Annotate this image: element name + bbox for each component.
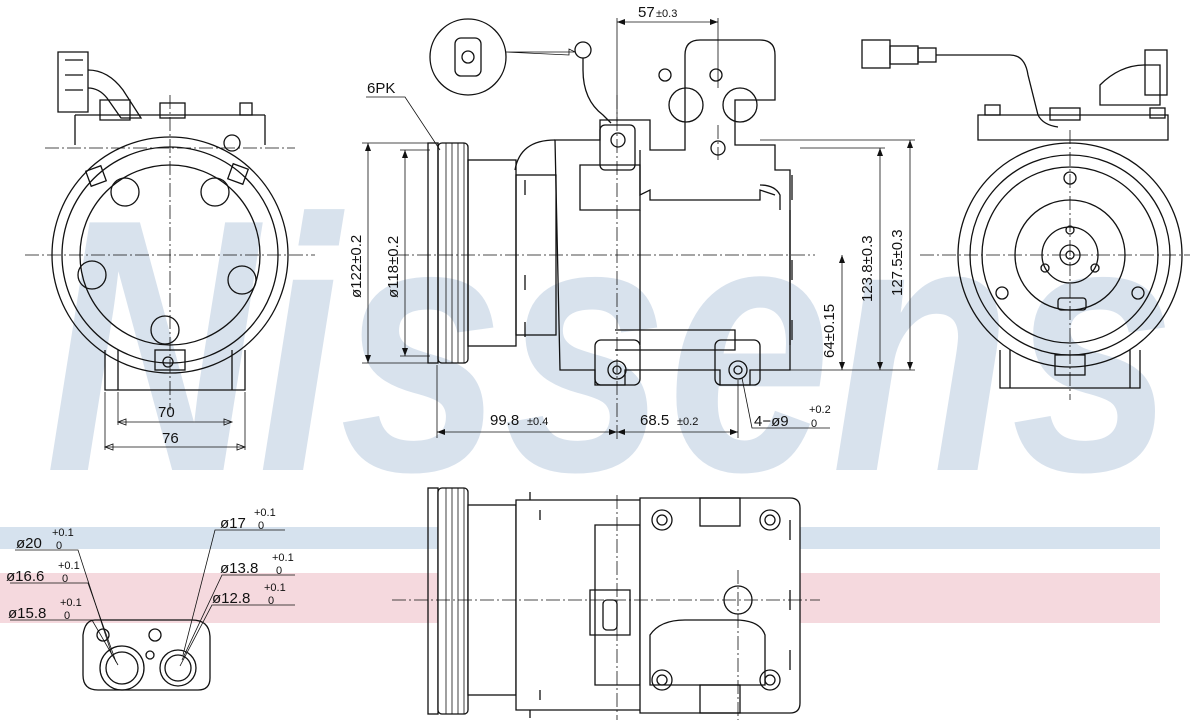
dim-pulley-inner-dia: ø118±0.2 [385,236,402,298]
side-view: 6PK 57 ±0.3 ø122±0.2 ø118±0.2 64±0.15 12… [348,4,915,440]
port-right-0-tol-low: 0 [258,520,264,532]
port-right-1-main: ø13.8 [220,560,258,577]
dim-length-68-5: 68.5 [640,412,669,429]
dim-holes-tol-low: 0 [811,418,817,430]
dim-mount-height-64: 64±0.15 [821,304,838,358]
dim-length-99-8: 99.8 [490,412,519,429]
port-left-0-tol-up: +0.1 [52,527,74,539]
port-right-2-main: ø12.8 [212,590,250,607]
dim-offset-57-tol: ±0.3 [656,8,677,20]
dim-holes-tol-up: +0.2 [809,404,831,416]
dim-offset-57: 57 [638,4,655,21]
dim-width-70: 70 [158,404,175,421]
dim-length-68-5-tol: ±0.2 [677,416,698,428]
port-right-2-tol-low: 0 [268,595,274,607]
port-left-2-tol-up: +0.1 [60,597,82,609]
dim-length-99-8-tol: ±0.4 [527,416,548,428]
port-left-2-tol-low: 0 [64,610,70,622]
dim-height-123-8: 123.8±0.3 [859,235,876,302]
port-left-0-main: ø20 [16,535,42,552]
dim-holes-4x9: 4−ø9 [754,413,789,430]
port-left-1-tol-low: 0 [62,573,68,585]
port-left-1-main: ø16.6 [6,568,44,585]
front-view [861,39,1190,400]
top-view [392,487,820,720]
port-left-1-tol-up: +0.1 [58,560,80,572]
port-right-0-main: ø17 [220,515,246,532]
dim-height-127-5: 127.5±0.3 [889,229,906,296]
port-right-1-tol-up: +0.1 [272,552,294,564]
port-right-1-tol-low: 0 [276,565,282,577]
port-flange: ø20 +0.1 0 ø16.6 +0.1 0 ø15.8 +0.1 0 ø17… [6,507,295,691]
label-belt-6pk: 6PK [367,80,395,97]
port-left-2-main: ø15.8 [8,605,46,622]
dim-width-76: 76 [162,430,179,447]
watermark-nissens: Nissens [45,145,1175,547]
port-left-0-tol-low: 0 [56,540,62,552]
port-right-2-tol-up: +0.1 [264,582,286,594]
rear-view: 70 76 [25,51,315,451]
dim-pulley-outer-dia: ø122±0.2 [348,235,365,298]
port-right-0-tol-up: +0.1 [254,507,276,519]
